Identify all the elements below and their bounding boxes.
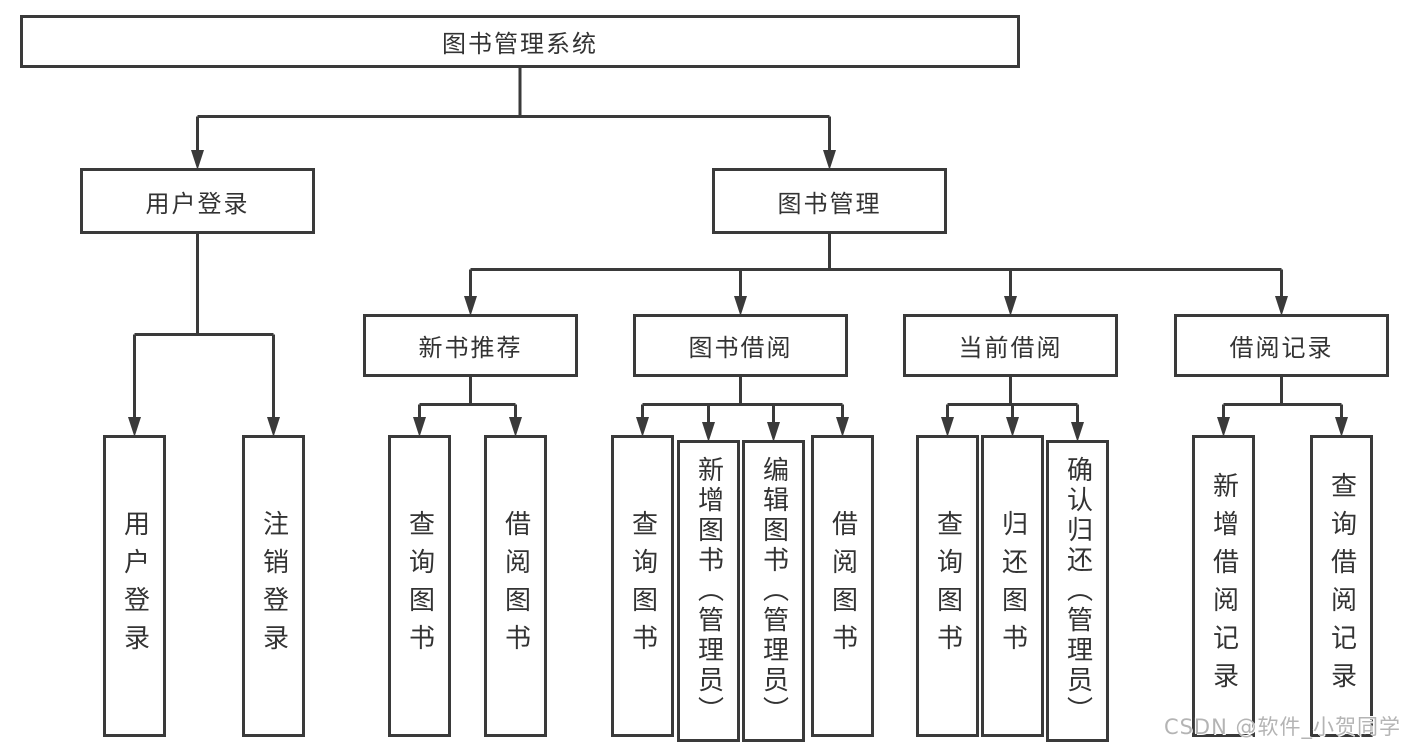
- node-leaf-query-book-1: 查询图书: [388, 435, 451, 737]
- node-label: 借阅记录: [1229, 334, 1334, 362]
- node-label: 确认归还（管理员）: [1062, 456, 1093, 726]
- node-label: 查询图书: [404, 510, 435, 662]
- node-leaf-query-book-3: 查询图书: [916, 435, 979, 737]
- node-label: 图书借阅: [688, 334, 793, 362]
- arrowhead-icon: [1275, 296, 1288, 316]
- connector-user-login: [128, 234, 280, 437]
- connector-new-book-recommend: [413, 377, 522, 437]
- arrowhead-icon: [413, 417, 426, 437]
- node-label: 新书推荐: [418, 334, 523, 362]
- connector-lines: [133, 234, 275, 420]
- connector-lines: [946, 377, 1079, 425]
- node-leaf-add-book: 新增图书（管理员）: [677, 440, 740, 742]
- connector-borrow-records: [1217, 377, 1348, 437]
- node-label: 归还图书: [997, 510, 1028, 662]
- node-book-management: 图书管理: [712, 168, 947, 234]
- node-leaf-query-book-2: 查询图书: [611, 435, 674, 737]
- node-label: 查询图书: [627, 510, 658, 662]
- connector-lines: [641, 377, 844, 425]
- node-root: 图书管理系统: [20, 15, 1020, 68]
- node-label: 借阅图书: [500, 510, 531, 662]
- arrowhead-icon: [836, 417, 849, 437]
- connector-book-management: [464, 234, 1288, 316]
- arrowhead-icon: [767, 422, 780, 442]
- arrowhead-icon: [702, 422, 715, 442]
- node-user-login: 用户登录: [80, 168, 315, 234]
- node-label: 查询借阅记录: [1326, 472, 1357, 700]
- arrowhead-icon: [464, 296, 477, 316]
- arrowhead-icon: [823, 150, 836, 170]
- arrowhead-icon: [636, 417, 649, 437]
- connector-lines: [469, 234, 1283, 299]
- node-label: 新增借阅记录: [1208, 472, 1239, 700]
- arrowhead-icon: [1004, 296, 1017, 316]
- arrowhead-icon: [128, 417, 141, 437]
- node-current-borrow: 当前借阅: [903, 314, 1118, 377]
- node-leaf-confirm-return: 确认归还（管理员）: [1046, 440, 1109, 742]
- arrowhead-icon: [1006, 417, 1019, 437]
- node-label: 图书管理: [777, 189, 882, 218]
- connector-lines: [196, 68, 831, 153]
- connector-lines: [1222, 377, 1343, 420]
- node-leaf-add-borrow-record: 新增借阅记录: [1192, 435, 1255, 737]
- node-label: 用户登录: [145, 189, 250, 218]
- arrowhead-icon: [191, 150, 204, 170]
- node-leaf-query-borrow-record: 查询借阅记录: [1310, 435, 1373, 737]
- arrowhead-icon: [267, 417, 280, 437]
- node-book-borrow: 图书借阅: [633, 314, 848, 377]
- node-label: 新增图书（管理员）: [693, 456, 724, 726]
- node-label: 用户登录: [119, 510, 150, 662]
- node-new-book-recommend: 新书推荐: [363, 314, 578, 377]
- node-label: 注销登录: [258, 510, 289, 662]
- node-leaf-return-book: 归还图书: [981, 435, 1044, 737]
- node-label: 借阅图书: [827, 510, 858, 662]
- node-label: 查询图书: [932, 510, 963, 662]
- connector-current-borrow: [941, 377, 1084, 442]
- connector-book-borrow: [636, 377, 849, 442]
- node-leaf-borrow-book-2: 借阅图书: [811, 435, 874, 737]
- node-leaf-edit-book: 编辑图书（管理员）: [742, 440, 805, 742]
- node-leaf-logout: 注销登录: [242, 435, 305, 737]
- node-leaf-user-login: 用户登录: [103, 435, 166, 737]
- node-label: 编辑图书（管理员）: [758, 456, 789, 726]
- arrowhead-icon: [734, 296, 747, 316]
- watermark: CSDN @软件_小贺同学: [1163, 715, 1401, 739]
- node-borrow-records: 借阅记录: [1174, 314, 1389, 377]
- arrowhead-icon: [509, 417, 522, 437]
- node-leaf-borrow-book-1: 借阅图书: [484, 435, 547, 737]
- connector-lines: [418, 377, 517, 420]
- connector-root: [191, 68, 836, 170]
- arrowhead-icon: [941, 417, 954, 437]
- arrowhead-icon: [1071, 422, 1084, 442]
- node-label: 图书管理系统: [442, 30, 598, 58]
- node-label: 当前借阅: [958, 334, 1063, 362]
- arrowhead-icon: [1217, 417, 1230, 437]
- arrowhead-icon: [1335, 417, 1348, 437]
